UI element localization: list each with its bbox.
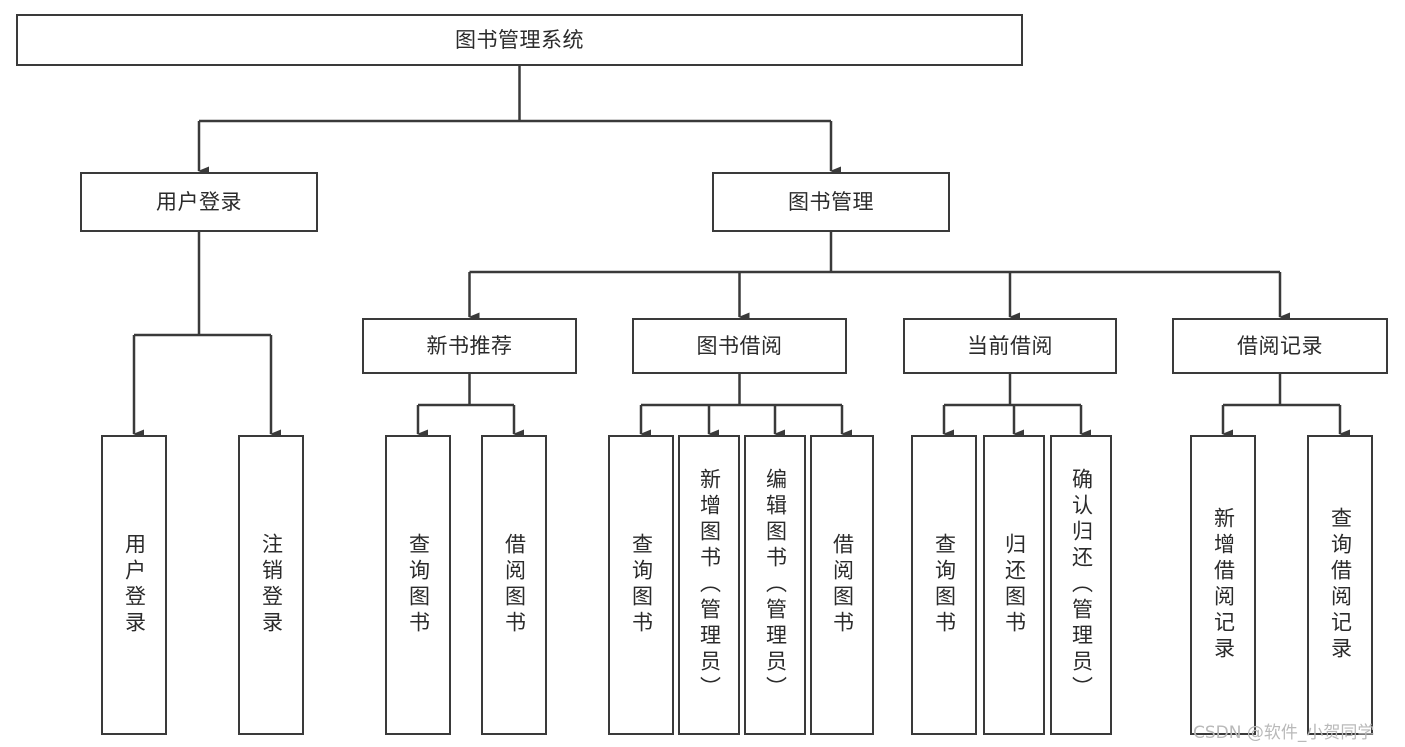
node-label-leaf-query-book-borrow: 查询图书 (629, 533, 654, 637)
node-current-borrow[interactable]: 当前借阅 (903, 318, 1117, 374)
node-user-login[interactable]: 用户登录 (80, 172, 318, 232)
node-label-leaf-return-book: 归还图书 (1002, 533, 1027, 637)
node-new-book-recommend[interactable]: 新书推荐 (362, 318, 577, 374)
node-label-current-borrow: 当前借阅 (967, 333, 1053, 358)
node-leaf-query-book-borrow[interactable]: 查询图书 (608, 435, 674, 735)
node-leaf-return-book[interactable]: 归还图书 (983, 435, 1045, 735)
node-label-leaf-confirm-return-admin: 确认归还（管理员） (1069, 468, 1094, 702)
node-book-manage[interactable]: 图书管理 (712, 172, 950, 232)
node-root[interactable]: 图书管理系统 (16, 14, 1023, 66)
csdn-watermark: CSDN @软件_小贺同学 (1193, 723, 1375, 743)
node-label-leaf-query-book-recommend: 查询图书 (406, 533, 431, 637)
node-label-borrow-record: 借阅记录 (1237, 333, 1323, 358)
node-label-leaf-user-logout: 注销登录 (259, 533, 284, 637)
node-book-borrow[interactable]: 图书借阅 (632, 318, 847, 374)
node-label-leaf-user-login: 用户登录 (122, 533, 147, 637)
edges-group (132, 66, 1350, 439)
node-leaf-borrow-book-recommend[interactable]: 借阅图书 (481, 435, 547, 735)
node-label-leaf-add-borrow-record: 新增借阅记录 (1211, 507, 1236, 663)
node-borrow-record[interactable]: 借阅记录 (1172, 318, 1388, 374)
node-label-user-login: 用户登录 (156, 189, 242, 214)
node-leaf-edit-book-admin[interactable]: 编辑图书（管理员） (744, 435, 806, 735)
node-label-leaf-borrow-book: 借阅图书 (830, 533, 855, 637)
node-label-leaf-query-borrow-record: 查询借阅记录 (1328, 507, 1353, 663)
node-leaf-query-borrow-record[interactable]: 查询借阅记录 (1307, 435, 1373, 735)
node-label-leaf-add-book-admin: 新增图书（管理员） (697, 468, 722, 702)
node-label-new-book-recommend: 新书推荐 (426, 333, 513, 358)
node-label-leaf-borrow-book-recommend: 借阅图书 (502, 533, 527, 637)
node-label-book-manage: 图书管理 (788, 189, 874, 214)
node-leaf-user-login[interactable]: 用户登录 (101, 435, 167, 735)
node-leaf-borrow-book[interactable]: 借阅图书 (810, 435, 874, 735)
node-leaf-confirm-return-admin[interactable]: 确认归还（管理员） (1050, 435, 1112, 735)
node-leaf-query-book-current[interactable]: 查询图书 (911, 435, 977, 735)
node-label-leaf-query-book-current: 查询图书 (932, 533, 957, 637)
node-label-leaf-edit-book-admin: 编辑图书（管理员） (763, 468, 788, 702)
node-label-root: 图书管理系统 (455, 27, 584, 52)
node-leaf-user-logout[interactable]: 注销登录 (238, 435, 304, 735)
node-leaf-add-borrow-record[interactable]: 新增借阅记录 (1190, 435, 1256, 735)
node-leaf-add-book-admin[interactable]: 新增图书（管理员） (678, 435, 740, 735)
node-label-book-borrow: 图书借阅 (696, 333, 783, 358)
node-leaf-query-book-recommend[interactable]: 查询图书 (385, 435, 451, 735)
